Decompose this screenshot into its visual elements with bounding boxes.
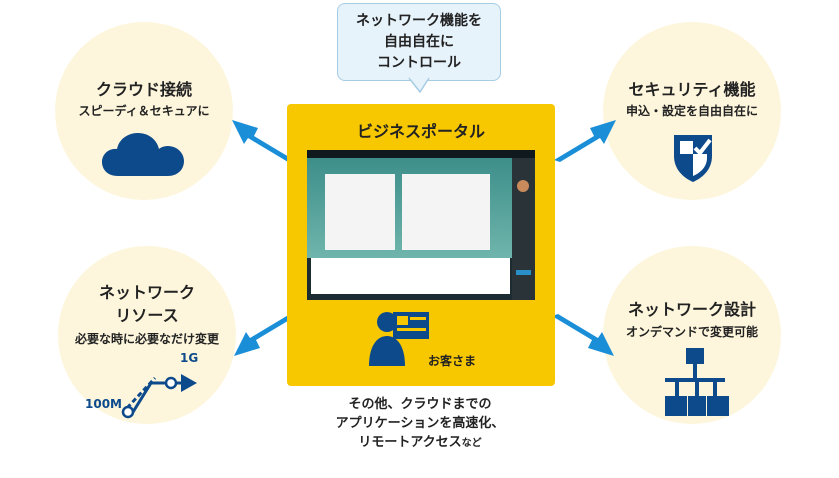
- screen-avatar: [517, 180, 529, 192]
- shield-check-icon: [674, 135, 712, 182]
- arrow-to-cloud-icon: [232, 120, 294, 162]
- resource-low-label: 100M: [85, 397, 122, 411]
- other-features-text: その他、クラウドまでの アプリケーションを高速化、 リモートアクセスなど: [300, 395, 540, 453]
- screen-sidebar: [512, 158, 535, 300]
- resource-subtitle: 必要な時に必要なだけ変更: [74, 332, 219, 346]
- bubble-tail: [408, 77, 430, 93]
- bottom-line1: その他、クラウドまでの: [348, 397, 492, 412]
- business-portal-panel: ビジネスポータル お客さま: [287, 104, 555, 386]
- bubble-line3: コントロール: [377, 55, 461, 71]
- resource-high-label: 1G: [180, 351, 198, 365]
- bandwidth-upgrade-icon: 1G 100M: [85, 351, 198, 419]
- screen-bottom-panel: [311, 258, 510, 294]
- bubble-line2: 自由自在に: [384, 34, 454, 50]
- design-subtitle: オンデマンドで変更可能: [625, 325, 758, 339]
- cloud-circle: クラウド接続 スピーディ＆セキュアに: [55, 22, 233, 200]
- design-circle: ネットワーク設計 オンデマンドで変更可能: [603, 246, 781, 424]
- customer-icon: [369, 312, 429, 366]
- resource-title-line2: リソース: [115, 306, 179, 325]
- arrow-to-resource-icon: [234, 314, 296, 356]
- resource-circle: ネットワーク リソース 必要な時に必要なだけ変更 1G 100M: [58, 246, 236, 424]
- cloud-icon: [102, 133, 184, 176]
- security-circle: セキュリティ機能 申込・設定を自由自在に: [603, 22, 781, 200]
- cloud-subtitle: スピーディ＆セキュアに: [78, 104, 210, 118]
- screen-card-left: [325, 174, 395, 250]
- portal-screenshot: [307, 150, 535, 300]
- customer-label: お客さま: [428, 354, 477, 368]
- bottom-line3-suffix: など: [461, 438, 482, 449]
- resource-title-line1: ネットワーク: [98, 283, 195, 302]
- bubble-line1: ネットワーク機能を: [356, 13, 482, 29]
- control-bubble: ネットワーク機能を 自由自在に コントロール: [337, 3, 501, 81]
- bottom-line2: アプリケーションを高速化、: [335, 416, 505, 431]
- portal-title: ビジネスポータル: [356, 122, 485, 141]
- screen-card-right: [402, 174, 490, 250]
- arrow-to-design-icon: [552, 314, 614, 356]
- arrow-to-security-icon: [554, 120, 616, 162]
- design-title: ネットワーク設計: [627, 300, 756, 319]
- screen-button: [516, 270, 531, 275]
- security-title: セキュリティ機能: [628, 80, 756, 99]
- bubble-text: ネットワーク機能を 自由自在に コントロール: [338, 11, 500, 74]
- network-tree-icon: [665, 348, 729, 416]
- bottom-line3: リモートアクセス: [358, 435, 462, 450]
- cloud-title: クラウド接続: [95, 80, 192, 99]
- security-subtitle: 申込・設定を自由自在に: [625, 104, 758, 118]
- screen-topbar: [307, 150, 535, 158]
